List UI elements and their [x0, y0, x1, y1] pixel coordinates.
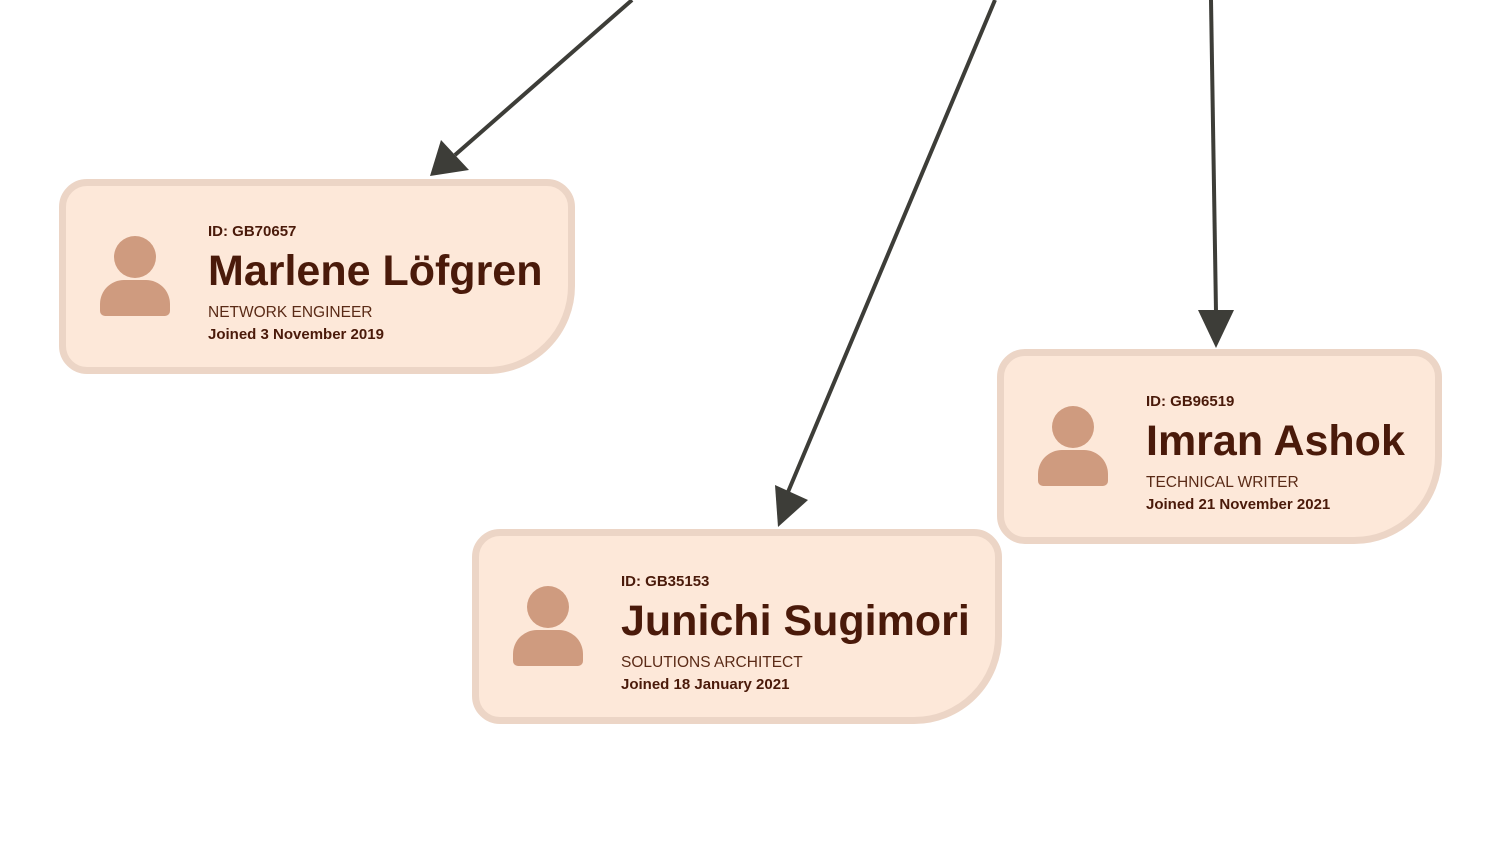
employee-id: ID: GB96519 — [1146, 393, 1235, 410]
employee-name: Marlene Löfgren — [208, 247, 543, 295]
employee-joined-date: Joined 18 January 2021 — [621, 676, 790, 693]
edge-to-imran — [1198, 0, 1234, 348]
employee-joined-date: Joined 3 November 2019 — [208, 326, 384, 343]
employee-card[interactable]: ID: GB70657 Marlene Löfgren NETWORK ENGI… — [59, 179, 575, 374]
employee-name: Junichi Sugimori — [621, 597, 970, 645]
employee-name: Imran Ashok — [1146, 417, 1405, 465]
avatar-head — [527, 586, 569, 628]
employee-info: ID: GB70657 Marlene Löfgren NETWORK ENGI… — [208, 223, 543, 344]
avatar-body — [1038, 450, 1108, 486]
employee-info: ID: GB35153 Junichi Sugimori SOLUTIONS A… — [621, 573, 970, 694]
employee-card[interactable]: ID: GB96519 Imran Ashok TECHNICAL WRITER… — [997, 349, 1442, 544]
person-icon — [1038, 406, 1110, 488]
employee-role: NETWORK ENGINEER — [208, 304, 373, 321]
employee-id: ID: GB35153 — [621, 573, 710, 590]
person-icon — [513, 586, 585, 668]
avatar-head — [114, 236, 156, 278]
employee-role: TECHNICAL WRITER — [1146, 474, 1299, 491]
employee-info: ID: GB96519 Imran Ashok TECHNICAL WRITER… — [1146, 393, 1405, 514]
employee-role: SOLUTIONS ARCHITECT — [621, 654, 803, 671]
avatar-body — [513, 630, 583, 666]
employee-joined-date: Joined 21 November 2021 — [1146, 496, 1331, 513]
edge-to-junichi — [775, 0, 997, 527]
avatar-head — [1052, 406, 1094, 448]
avatar-body — [100, 280, 170, 316]
edge-to-marlene — [430, 0, 634, 176]
employee-card[interactable]: ID: GB35153 Junichi Sugimori SOLUTIONS A… — [472, 529, 1002, 724]
person-icon — [100, 236, 172, 318]
employee-id: ID: GB70657 — [208, 223, 297, 240]
